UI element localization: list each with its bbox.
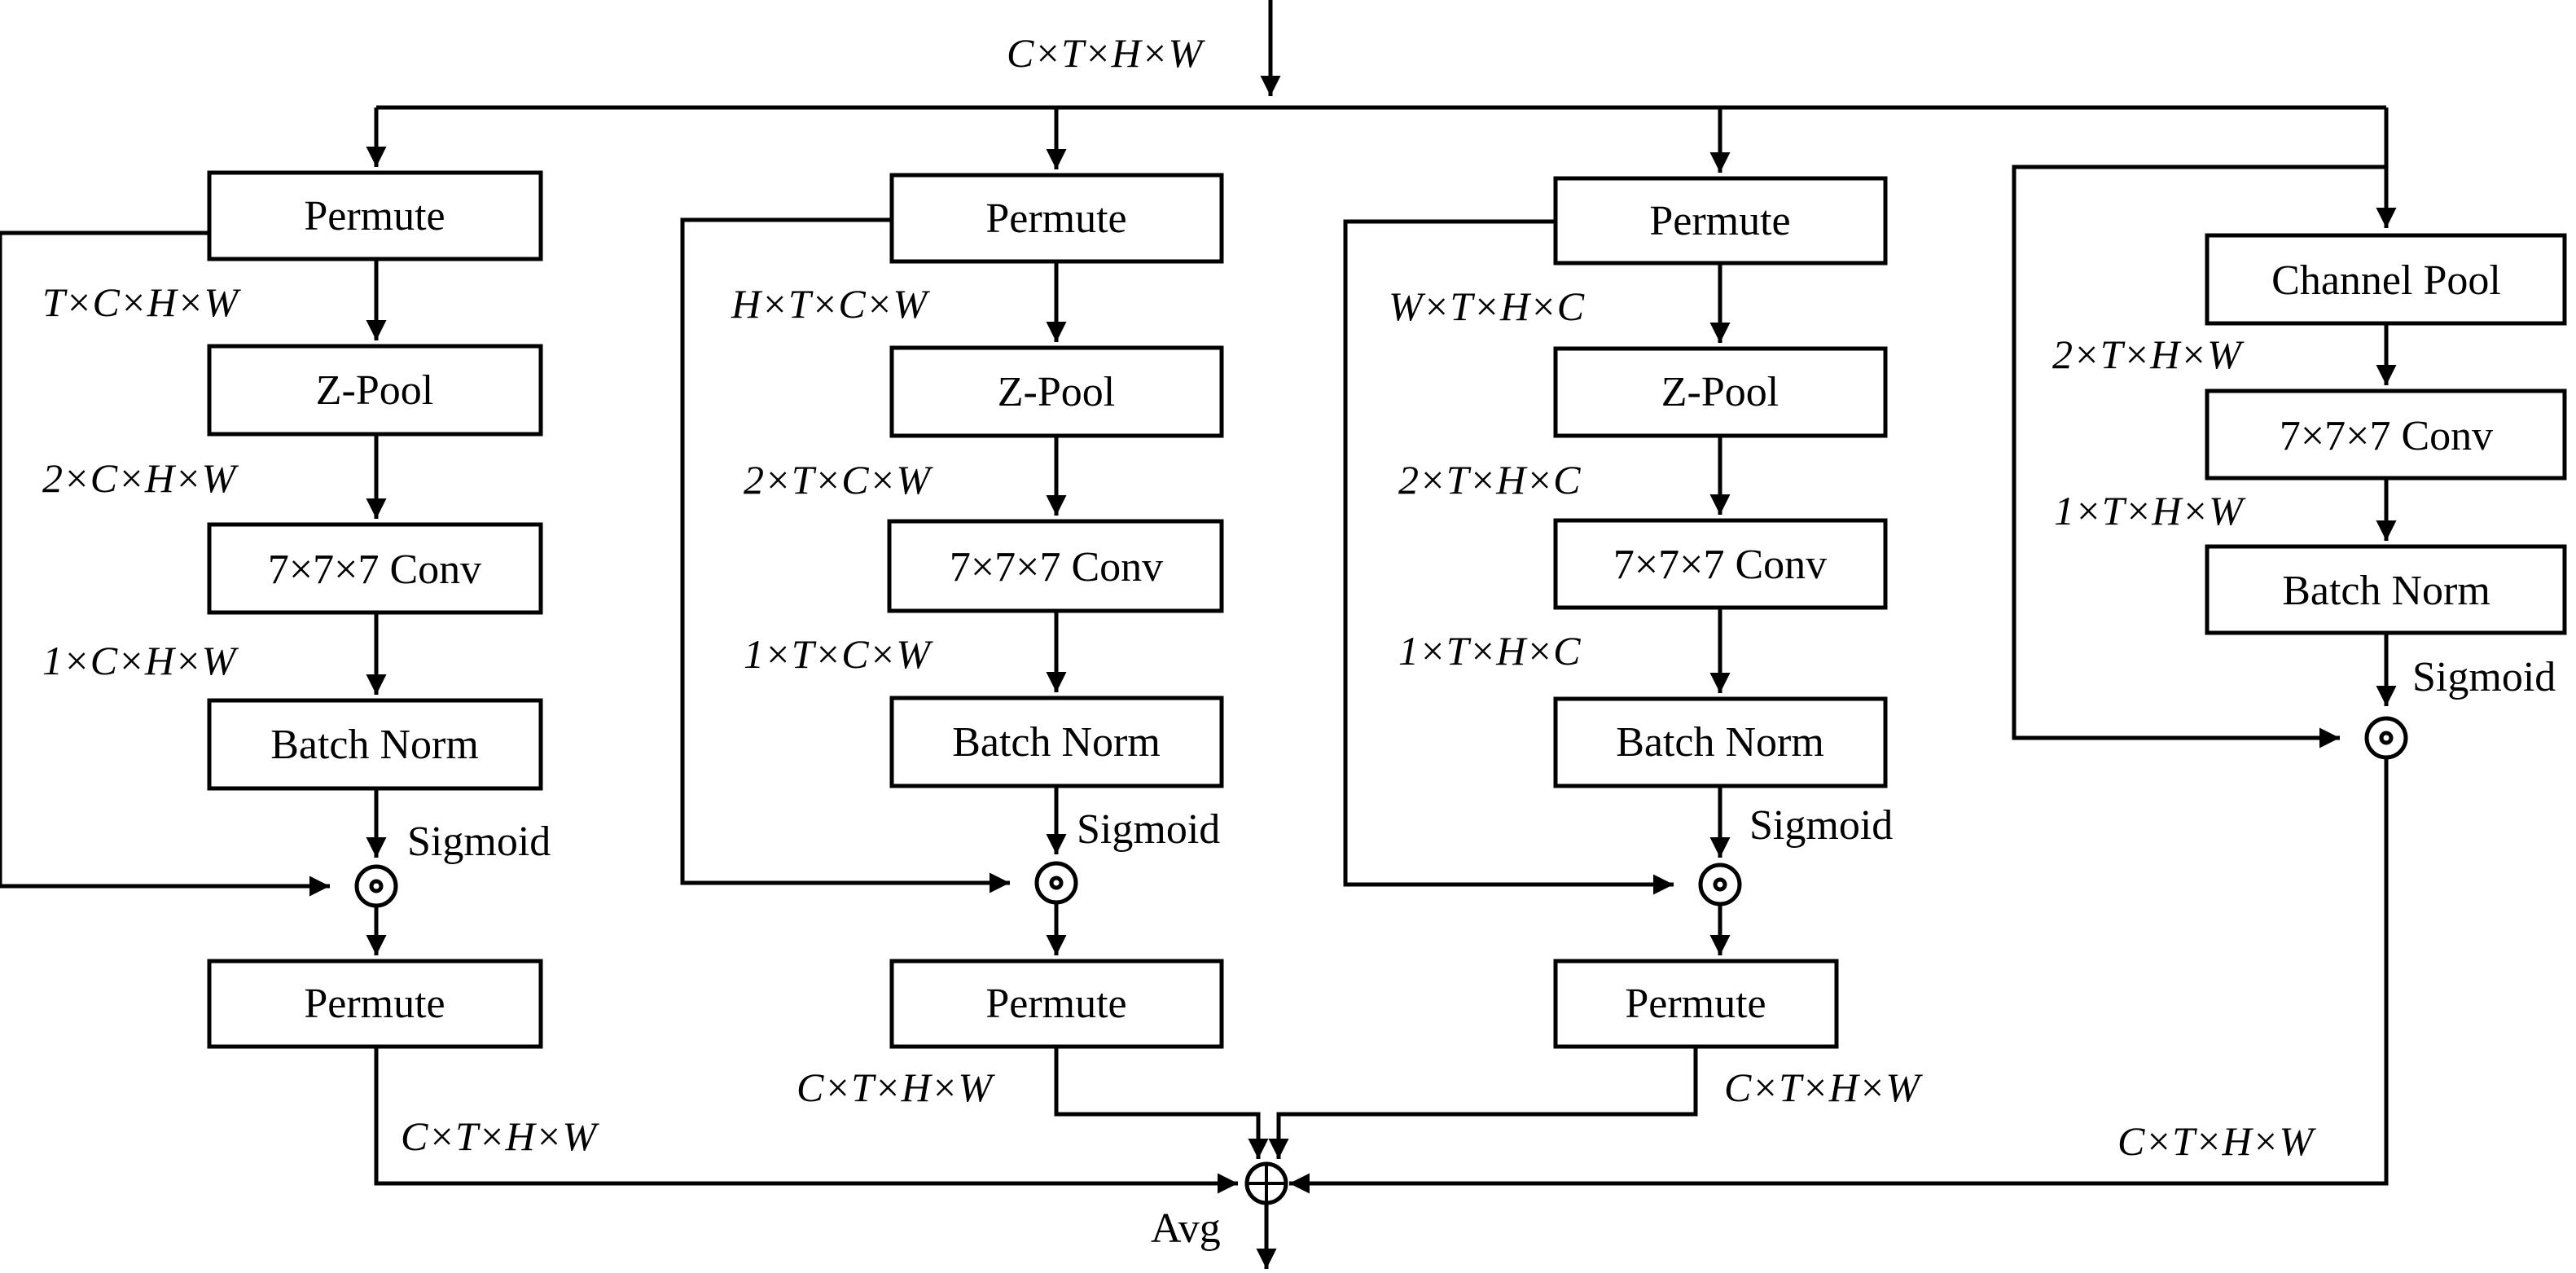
svg-text:Permute: Permute xyxy=(304,981,445,1027)
branch-4-batchnorm-box: Batch Norm xyxy=(2205,544,2567,635)
branch-3-permute-out-box: Permute xyxy=(1553,959,1839,1049)
branch-4-dim2-label: 2×T×H×W xyxy=(2052,331,2245,377)
branch-1-conv-box: 7×7×7 Conv xyxy=(207,522,543,615)
svg-text:Z-Pool: Z-Pool xyxy=(998,369,1115,415)
branch-1: Permute T×C×H×W Z-Pool 2×C×H×W 7×7×7 Con… xyxy=(0,108,1238,1194)
svg-text:Permute: Permute xyxy=(985,981,1126,1027)
svg-text:7×7×7 Conv: 7×7×7 Conv xyxy=(268,547,481,593)
branch-3-zpool-box: Z-Pool xyxy=(1553,346,1888,438)
branch-1-batchnorm-box: Batch Norm xyxy=(207,698,543,791)
branch-3-multiply-operator xyxy=(1698,863,1742,906)
branch-4-sigmoid-label: Sigmoid xyxy=(2412,654,2556,700)
branch-2: Permute H×T×C×W Z-Pool 2×T×C×W 7×7×7 Con… xyxy=(680,108,1269,1159)
branch-4-out-dims-label: C×T×H×W xyxy=(2117,1118,2316,1164)
branch-2-dim3-label: 1×T×C×W xyxy=(744,631,933,677)
branch-2-multiply-operator xyxy=(1034,861,1078,905)
branch-2-conv-box: 7×7×7 Conv xyxy=(887,519,1224,613)
svg-text:Batch Norm: Batch Norm xyxy=(952,719,1161,766)
branch-4-multiply-operator xyxy=(2364,716,2408,760)
branch-1-permute-out-box: Permute xyxy=(207,959,543,1049)
branch-1-skip-path xyxy=(0,230,330,897)
svg-text:7×7×7 Conv: 7×7×7 Conv xyxy=(2280,413,2493,459)
branch-2-permute-out-box: Permute xyxy=(889,959,1224,1049)
svg-text:Permute: Permute xyxy=(1649,198,1790,244)
branch-2-out-dims-label: C×T×H×W xyxy=(796,1064,995,1110)
branch-4-skip-path xyxy=(2012,165,2386,748)
svg-text:Batch Norm: Batch Norm xyxy=(1616,719,1824,766)
svg-text:Channel Pool: Channel Pool xyxy=(2271,257,2501,304)
svg-text:Permute: Permute xyxy=(985,195,1126,242)
branch-2-dim2-label: 2×T×C×W xyxy=(744,457,933,503)
sum-operator xyxy=(1244,1161,1288,1205)
svg-text:7×7×7 Conv: 7×7×7 Conv xyxy=(1613,542,1827,588)
input-dims-label: C×T×H×W xyxy=(1007,30,1205,76)
branch-3-dim3-label: 1×T×H×C xyxy=(1398,628,1581,674)
branch-3-batchnorm-box: Batch Norm xyxy=(1553,696,1888,788)
branch-3-dim1-label: W×T×H×C xyxy=(1389,283,1585,329)
branch-3-conv-box: 7×7×7 Conv xyxy=(1553,518,1888,610)
branch-2-batchnorm-box: Batch Norm xyxy=(889,696,1224,788)
svg-text:Permute: Permute xyxy=(304,193,445,239)
branch-2-sigmoid-label: Sigmoid xyxy=(1077,806,1220,853)
branch-3-out-dims-label: C×T×H×W xyxy=(1724,1064,1923,1110)
branch-1-dim3-label: 1×C×H×W xyxy=(42,638,239,683)
branch-1-dim1-label: T×C×H×W xyxy=(42,279,241,325)
branch-3-dim2-label: 2×T×H×C xyxy=(1398,457,1581,503)
branch-1-multiply-operator xyxy=(354,864,398,908)
branch-4-conv-box: 7×7×7 Conv xyxy=(2205,388,2567,481)
branch-2-dim1-label: H×T×C×W xyxy=(731,281,930,327)
avg-label: Avg xyxy=(1151,1205,1221,1252)
branch-1-dim2-label: 2×C×H×W xyxy=(42,455,239,501)
svg-text:Permute: Permute xyxy=(1625,981,1766,1027)
branch-1-zpool-box: Z-Pool xyxy=(207,344,543,437)
branch-1-permute-in-box: Permute xyxy=(207,170,543,261)
branch-4-channel-pool-box: Channel Pool xyxy=(2205,233,2567,326)
branch-2-zpool-box: Z-Pool xyxy=(889,345,1224,438)
svg-text:Z-Pool: Z-Pool xyxy=(1661,369,1779,415)
branch-3-permute-in-box: Permute xyxy=(1553,176,1888,266)
branch-4: Channel Pool 2×T×H×W 7×7×7 Conv 1×T×H×W … xyxy=(1289,108,2567,1194)
branch-3-skip-path xyxy=(1343,219,1674,895)
branch-2-permute-in-box: Permute xyxy=(889,173,1224,264)
svg-text:7×7×7 Conv: 7×7×7 Conv xyxy=(950,544,1163,590)
svg-text:Batch Norm: Batch Norm xyxy=(270,722,479,768)
svg-text:Batch Norm: Batch Norm xyxy=(2282,568,2490,614)
svg-text:Z-Pool: Z-Pool xyxy=(316,367,433,414)
branch-4-dim3-label: 1×T×H×W xyxy=(2054,488,2246,533)
branch-3-sigmoid-label: Sigmoid xyxy=(1749,802,1893,849)
branch-3: Permute W×T×H×C Z-Pool 2×T×H×C 7×7×7 Con… xyxy=(1268,108,1923,1159)
branch-1-out-dims-label: C×T×H×W xyxy=(401,1113,599,1159)
branch-2-skip-path xyxy=(680,217,1010,893)
branch-1-sigmoid-label: Sigmoid xyxy=(407,819,551,865)
